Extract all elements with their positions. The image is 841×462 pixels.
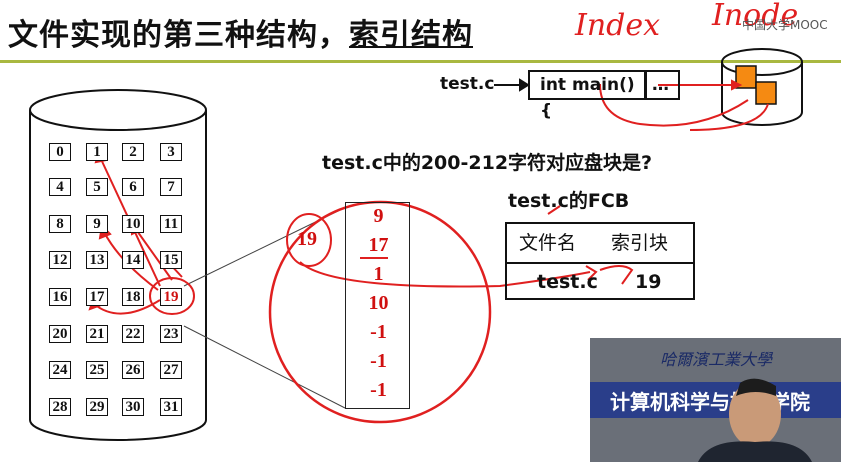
disk-block-3: 3	[160, 143, 182, 161]
ellipsis-box: …	[645, 70, 680, 100]
disk-block-31: 31	[160, 398, 182, 416]
watermark: 中国大学MOOC	[742, 18, 828, 32]
small-disk	[721, 48, 803, 126]
disk-block-2: 2	[122, 143, 144, 161]
handwritten-index: Index	[575, 8, 661, 43]
disk-block-27: 27	[160, 361, 182, 379]
fcb-col-index: 索引块	[611, 232, 669, 254]
index-entry: -1	[370, 350, 387, 372]
index-entry: 1	[373, 263, 384, 285]
disk-block-18: 18	[122, 288, 144, 306]
disk-block-30: 30	[122, 398, 144, 416]
title-underlined: 索引结构	[349, 18, 473, 53]
index-block-label: 19	[297, 228, 317, 250]
disk-block-8: 8	[49, 215, 71, 233]
disk-block-4: 4	[49, 178, 71, 196]
disk-block-23: 23	[160, 325, 182, 343]
index-entry: 10	[368, 292, 389, 314]
title-rule	[0, 60, 841, 63]
lecturer-silhouette	[698, 378, 812, 462]
index-entry: -1	[370, 321, 387, 343]
lecturer-video: 哈爾濱工業大學 计算机科学与技术学院	[590, 338, 841, 462]
disk-block-9: 9	[86, 215, 108, 233]
disk-block-21: 21	[86, 325, 108, 343]
fcb-title: test.c的FCB	[508, 190, 630, 212]
disk-block-5: 5	[86, 178, 108, 196]
disk-block-15: 15	[160, 251, 182, 269]
disk-block-10: 10	[122, 215, 144, 233]
slide-title: 文件实现的第三种结构，索引结构	[8, 10, 473, 54]
pointer-arrow	[494, 78, 530, 92]
small-disk-block-1	[735, 65, 757, 89]
disk-block-11: 11	[160, 215, 182, 233]
ellipsis-text: …	[652, 75, 669, 95]
disk-block-6: 6	[122, 178, 144, 196]
disk-block-25: 25	[86, 361, 108, 379]
red-pointer-arrows	[599, 79, 769, 131]
fcb-header-row: 文件名 索引块	[507, 224, 693, 264]
disk-block-1: 1	[86, 143, 108, 161]
fcb-table: 文件名 索引块 test.c 19	[505, 222, 695, 300]
fcb-data-row: test.c 19	[507, 264, 693, 300]
school-name: 哈爾濱工業大學	[660, 350, 773, 369]
disk-block-29: 29	[86, 398, 108, 416]
disk-block-17: 17	[86, 288, 108, 306]
disk-block-14: 14	[122, 251, 144, 269]
disk-block-0: 0	[49, 143, 71, 161]
disk-block-28: 28	[49, 398, 71, 416]
handwritten-inode: Inode	[712, 0, 799, 33]
disk-block-26: 26	[122, 361, 144, 379]
title-main: 文件实现的第三种结构，	[8, 18, 349, 53]
question-text: test.c中的200-212字符对应盘块是?	[322, 152, 653, 174]
index-entry: -1	[370, 379, 387, 401]
code-box: int main() {	[528, 70, 646, 121]
video-banner	[590, 382, 841, 418]
disk-block-12: 12	[49, 251, 71, 269]
zoom-lines	[183, 209, 346, 409]
index-entry: 9	[373, 205, 384, 227]
disk-cylinder	[29, 89, 207, 441]
disk-block-22: 22	[122, 325, 144, 343]
small-disk-block-2	[755, 81, 777, 105]
disk-block-24: 24	[49, 361, 71, 379]
code-text: int main() {	[540, 75, 635, 121]
disk-block-20: 20	[49, 325, 71, 343]
index-block-column: 9 17 1 10 -1 -1 -1	[345, 202, 410, 409]
index-entry: 17	[368, 234, 389, 256]
fcb-file: test.c	[537, 271, 598, 293]
fcb-col-name: 文件名	[519, 232, 577, 254]
disk-block-16: 16	[49, 288, 71, 306]
pointer-filename: test.c	[440, 74, 495, 94]
disk-block-19: 19	[160, 288, 182, 306]
fcb-block: 19	[635, 271, 662, 293]
index-annotations	[286, 205, 634, 288]
disk-block-7: 7	[160, 178, 182, 196]
disk-block-13: 13	[86, 251, 108, 269]
